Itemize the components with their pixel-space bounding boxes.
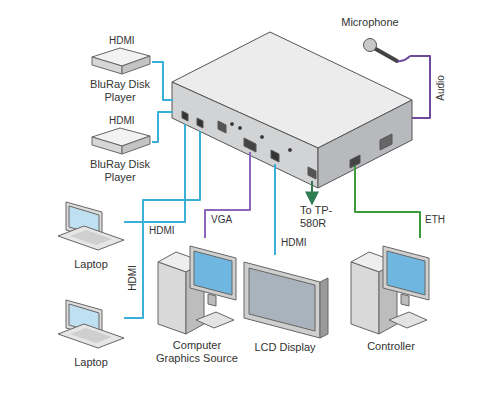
cable-label: HDMI [148, 225, 176, 237]
controller-computer-icon [351, 246, 429, 334]
lcd-display-icon [244, 262, 328, 338]
laptop: Laptop [58, 200, 124, 271]
laptop: Laptop [58, 298, 124, 369]
bluray-player-icon [92, 128, 150, 154]
bluray-player: BluRay Disk Player [88, 48, 152, 104]
cable-label: HDMI [280, 237, 308, 249]
cable [274, 190, 276, 255]
switcher-unit [170, 30, 415, 190]
cable-label: ETH [424, 214, 446, 226]
cable-label: VGA [210, 214, 233, 226]
device-caption: Laptop [58, 356, 124, 369]
device-caption: LCD Display [240, 341, 330, 354]
switcher-unit [172, 32, 412, 188]
cable-label: Audio [435, 74, 447, 102]
cable-label: HDMI [108, 35, 136, 47]
microphone: Microphone [330, 16, 410, 63]
unit-cable-stubs [170, 100, 415, 190]
microphone-icon [364, 39, 411, 62]
cable [124, 190, 185, 222]
cable [355, 190, 420, 238]
bluray-player-icon [92, 48, 150, 74]
lcd-display: LCD Display [240, 255, 330, 354]
device-caption: To TP-580R [300, 204, 350, 230]
cable-label: HDMI [108, 115, 136, 127]
device-caption: BluRay Disk Player [88, 78, 152, 104]
laptop-icon [58, 202, 124, 250]
device-caption: Computer Graphics Source [152, 339, 242, 365]
cable-label: HDMI [127, 264, 139, 292]
device-caption: Microphone [330, 16, 410, 29]
device-caption: Controller [345, 340, 437, 353]
device-caption: Laptop [58, 258, 124, 271]
device-caption: BluRay Disk Player [88, 158, 152, 184]
cable [410, 56, 430, 118]
computer-icon [158, 246, 236, 334]
computer-graphics-source: Computer Graphics Source [152, 238, 242, 365]
bluray-player: BluRay Disk Player [88, 128, 152, 184]
destination-label: To TP-580R [300, 204, 350, 230]
cable [152, 112, 170, 142]
cable [205, 190, 250, 238]
laptop-icon [58, 300, 124, 348]
cable [311, 190, 313, 204]
controller-computer: Controller [345, 238, 437, 353]
cable [152, 62, 170, 100]
